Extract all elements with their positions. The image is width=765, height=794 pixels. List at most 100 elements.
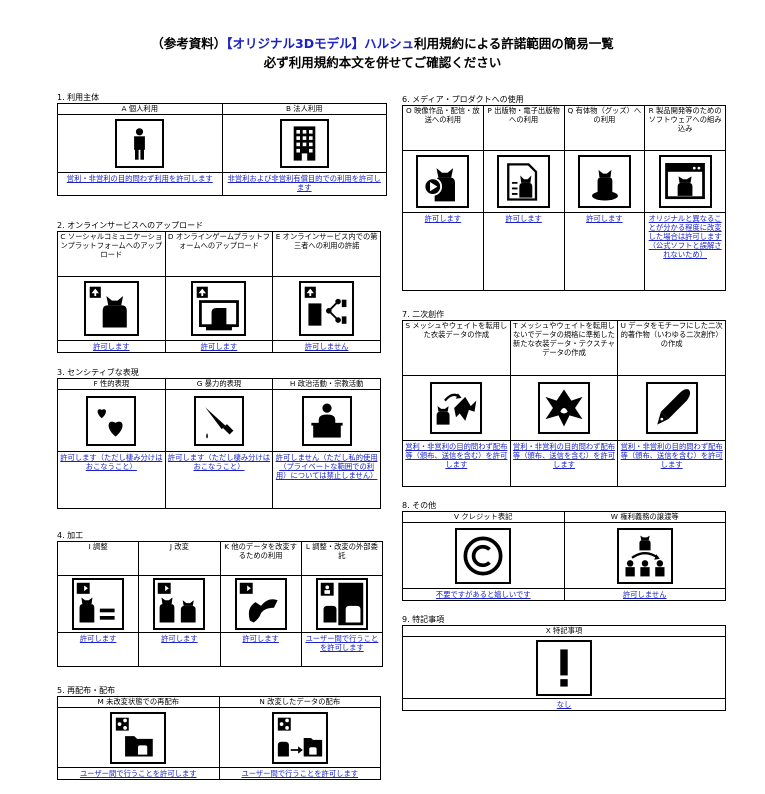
- title-line-1: （参考資料）【オリジナル3Dモデル】ハルシュ利用規約による許諾範囲の簡易一覧: [0, 34, 765, 53]
- building-icon: [279, 119, 329, 168]
- podium-icon: [301, 395, 352, 446]
- section-online-upload: 2. オンラインサービスへのアップロード C ソーシャルコミュニケーションプラッ…: [57, 220, 381, 353]
- column-head-x: X 特記事項: [402, 625, 726, 637]
- icon-cell: [272, 389, 381, 452]
- new-outfit-icon: [537, 382, 590, 434]
- icon-cell: [509, 375, 619, 441]
- modify-icon: [153, 578, 206, 630]
- share-third-party-icon: [299, 281, 355, 336]
- column-head-q: Q 有体物（グッズ）への利用: [563, 105, 646, 151]
- section-title: 8. その他: [402, 501, 437, 510]
- column-head-u: U データをモチーフにした二次的著作物（いわゆる二次創作）の作成: [617, 320, 726, 376]
- verdict-n: ユーザー間で行うことを許可します: [218, 767, 381, 780]
- section-title: 5. 再配布・配布: [57, 686, 116, 695]
- transfer-rights-icon: [616, 527, 673, 584]
- alter-other-data-icon: [234, 578, 287, 630]
- icon-cell: [300, 575, 384, 633]
- verdict-d: 許可します: [164, 340, 274, 353]
- icon-cell: [563, 150, 646, 213]
- column-head-g: G 暴力的表現: [164, 378, 274, 390]
- special-notes-table: X 特記事項 なし: [402, 625, 726, 711]
- section-title: 3. センシティブな表現: [57, 368, 139, 377]
- icon-cell: [221, 114, 387, 173]
- redistribute-icon: [110, 711, 167, 764]
- icon-cell: [617, 375, 726, 441]
- document-header: （参考資料）【オリジナル3Dモデル】ハルシュ利用規約による許諾範囲の簡易一覧 必…: [0, 34, 765, 72]
- column-head-a: A 個人利用: [57, 103, 223, 115]
- pen-nib-icon: [645, 382, 698, 434]
- column-head-b: B 法人利用: [221, 103, 387, 115]
- column-head-m: M 未改変状態での再配布: [57, 696, 220, 708]
- column-head-j: J 改変: [138, 541, 221, 576]
- icon-cell: [57, 389, 166, 452]
- section-processing: 4. 加工 I 調整 J 改変 K 他のデータを改変するための利用 L 調整・改…: [56, 530, 384, 667]
- icon-cell: [402, 636, 726, 699]
- hearts-icon: [86, 395, 137, 446]
- verdict-b: 非営利および非営利有償目的での利用を許可します: [221, 172, 387, 196]
- icon-cell: [56, 575, 140, 633]
- section-special-notes: 9. 特記事項 X 特記事項 なし: [402, 614, 726, 711]
- section-title: 6. メディア・プロダクトへの使用: [402, 95, 524, 104]
- section-usage-subject: 1. 利用主体 A 個人利用 B 法人利用 営利・非営利の目的問わず利用を許可し…: [57, 92, 387, 196]
- title-suffix: 利用規約による許諾範囲の簡易一覧: [414, 36, 614, 51]
- icon-cell: [402, 522, 565, 589]
- icon-cell: [138, 575, 221, 633]
- column-head-k: K 他のデータを改変するための利用: [219, 541, 302, 576]
- column-head-d: D オンラインゲームプラットフォームへのアップロード: [164, 231, 274, 277]
- icon-cell: [644, 150, 726, 213]
- section-title: 9. 特記事項: [402, 615, 445, 624]
- adjust-icon: [72, 578, 125, 630]
- section-media-products: 6. メディア・プロダクトへの使用 O 映像作品・配信・放送への利用 P 出版物…: [402, 94, 726, 291]
- verdict-i: 許可します: [56, 632, 140, 667]
- column-head-n: N 改変したデータの配布: [218, 696, 381, 708]
- column-head-e: E オンラインサービス内での第三者への利用の許諾: [272, 231, 381, 277]
- publication-icon: [497, 155, 551, 208]
- section-title: 1. 利用主体: [57, 93, 100, 102]
- column-head-s: S メッシュやウェイトを転用した衣装データの作成: [402, 320, 511, 376]
- verdict-m: ユーザー間で行うことを許可します: [57, 767, 220, 780]
- redistribution-table: M 未改変状態での再配布 N 改変したデータの配布 ユーザー間で行うことを許可し…: [57, 696, 381, 780]
- verdict-u: 営利・非営利の目的問わず配布等（頒布、送信を含む）を許可します: [617, 440, 726, 487]
- icon-cell: [57, 276, 166, 341]
- column-head-o: O 映像作品・配信・放送への利用: [402, 105, 484, 151]
- verdict-p: 許可します: [482, 212, 565, 291]
- icon-cell: [402, 375, 511, 441]
- section-title: 2. オンラインサービスへのアップロード: [57, 221, 204, 230]
- verdict-o: 許可します: [402, 212, 484, 291]
- column-head-r: R 製品開発等のためのソフトウェアへの組み込み: [644, 105, 726, 151]
- column-head-h: H 政治活動・宗教活動: [272, 378, 381, 390]
- column-head-c: C ソーシャルコミュニケーションプラットフォームへのアップロード: [57, 231, 166, 277]
- title-model-name: 【オリジナル3Dモデル】ハルシュ: [226, 36, 415, 51]
- distribute-modified-icon: [271, 711, 328, 764]
- icon-cell: [563, 522, 726, 589]
- section-title: 7. 二次創作: [402, 310, 445, 319]
- icon-cell: [218, 707, 381, 768]
- verdict-l: ユーザー間で行うことを許可します: [300, 632, 384, 667]
- column-head-w: W 権利義務の譲渡等: [563, 511, 726, 523]
- section-other: 8. その他 V クレジット表記 W 権利義務の譲渡等 不要ですがあると嬉しいで…: [402, 500, 726, 601]
- column-head-f: F 性的表現: [57, 378, 166, 390]
- column-head-t: T メッシュやウェイトを転用しないでデータの規格に準拠した新たな衣装データ・テク…: [509, 320, 619, 376]
- knife-icon: [193, 395, 244, 446]
- verdict-h: 許可しません（ただし私的使用（プライベートな範囲での利用）については禁止しません…: [272, 451, 381, 509]
- column-head-i: I 調整: [56, 541, 140, 576]
- person-icon: [115, 119, 165, 168]
- verdict-j: 許可します: [138, 632, 221, 667]
- software-icon: [658, 155, 712, 208]
- derivative-works-table: S メッシュやウェイトを転用した衣装データの作成 T メッシュやウェイトを転用し…: [402, 320, 726, 487]
- icon-cell: [164, 276, 274, 341]
- upload-game-icon: [191, 281, 247, 336]
- media-products-table: O 映像作品・配信・放送への利用 P 出版物・電子出版物への利用 Q 有体物（グ…: [402, 105, 726, 291]
- verdict-a: 営利・非営利の目的問わず利用を許可します: [57, 172, 223, 196]
- section-derivative-works: 7. 二次創作 S メッシュやウェイトを転用した衣装データの作成 T メッシュや…: [402, 309, 726, 487]
- verdict-g: 許可します（ただし棲み分けはおこなうこと）: [164, 451, 274, 509]
- video-icon: [416, 155, 470, 208]
- verdict-q: 許可します: [563, 212, 646, 291]
- section-redistribution: 5. 再配布・配布 M 未改変状態での再配布 N 改変したデータの配布 ユーザー…: [57, 685, 381, 780]
- verdict-w: 許可しません: [563, 588, 726, 601]
- other-table: V クレジット表記 W 権利義務の譲渡等 不要ですがあると嬉しいです 許可しませ…: [402, 511, 726, 601]
- verdict-k: 許可します: [219, 632, 302, 667]
- title-line-2: 必ず利用規約本文を併せてご確認ください: [263, 55, 502, 70]
- icon-cell: [57, 707, 220, 768]
- icon-cell: [164, 389, 274, 452]
